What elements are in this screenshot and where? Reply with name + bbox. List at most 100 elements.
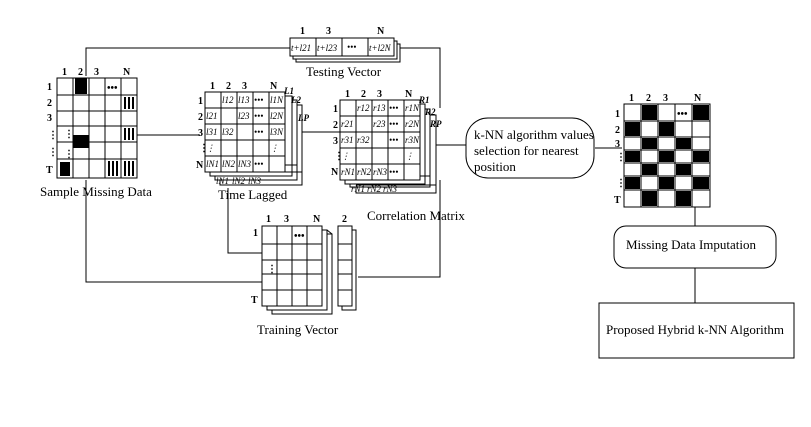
corr-row-1: 1 bbox=[333, 104, 338, 115]
sample-row-dots2: ⋮ bbox=[48, 147, 58, 158]
time-lagged-cell: l31 bbox=[206, 127, 218, 137]
correlation-cell: r21 bbox=[341, 119, 354, 129]
sample-col-3: 3 bbox=[94, 67, 99, 78]
testing-col-1: 1 bbox=[300, 26, 305, 37]
training-row-1: 1 bbox=[253, 228, 258, 239]
time-lagged-cell: l13 bbox=[238, 95, 250, 105]
time-lagged-cell: ⋮ bbox=[270, 143, 279, 153]
training-vector: 1 3 N 2 1 ⋮ T ••• Training Vector bbox=[251, 214, 357, 337]
correlation-cell: rN2 bbox=[357, 167, 372, 177]
correlation-cell: r3N bbox=[405, 135, 420, 145]
training-col-1: 1 bbox=[266, 214, 271, 225]
corr-col-1: 1 bbox=[345, 89, 350, 100]
corr-grid bbox=[339, 99, 421, 181]
correlation-matrix: 1 2 3 N 1 2 3 ⋮ N R1 R2 RP Correlation M… bbox=[331, 89, 465, 223]
correlation-cell: rN1 bbox=[341, 167, 355, 177]
time-lagged-cell: l21 bbox=[206, 111, 218, 121]
lagged-side-lp: LP bbox=[297, 113, 309, 123]
testing-vector-label: Testing Vector bbox=[306, 64, 382, 79]
correlation-cell: r32 bbox=[357, 135, 370, 145]
correlation-cell: ⋮ bbox=[341, 151, 350, 161]
correlation-cell: ⋮ bbox=[405, 151, 414, 161]
sample-col-n: N bbox=[123, 67, 131, 78]
correlation-matrix-label: Correlation Matrix bbox=[367, 208, 465, 223]
correlation-cell: r23 bbox=[373, 119, 386, 129]
lagged-col-1: 1 bbox=[210, 81, 215, 92]
correlation-cell: ••• bbox=[389, 135, 398, 145]
sample-row-2: 2 bbox=[47, 98, 52, 109]
lagged-row-2: 2 bbox=[198, 112, 203, 123]
imputed-row-1: 1 bbox=[615, 109, 620, 120]
imputed-matrix: 1 2 3 N 1 2 3 ⋮ ⋮ T ••• ⋮ bbox=[614, 93, 711, 208]
connector-sample-to-testing bbox=[85, 47, 290, 76]
correlation-cell: r12 bbox=[357, 103, 370, 113]
time-lagged-extra-cell: lN2 bbox=[232, 176, 246, 186]
imputed-col-1: 1 bbox=[629, 93, 634, 104]
time-lagged-cell: lN1 bbox=[206, 159, 219, 169]
correlation-cell: ••• bbox=[389, 119, 398, 129]
corr-col-n: N bbox=[405, 89, 413, 100]
time-lagged-cell: l12 bbox=[222, 95, 234, 105]
imputed-col-3: 3 bbox=[663, 93, 668, 104]
correlation-cell: rN3 bbox=[373, 167, 388, 177]
lagged-row-dots: ⋮ bbox=[199, 143, 209, 154]
corr-side-rp: RP bbox=[429, 119, 442, 129]
training-col-2: 2 bbox=[342, 214, 347, 225]
time-lagged-extra-cell: lN3 bbox=[248, 176, 262, 186]
lagged-grid bbox=[204, 91, 286, 173]
training-row-dots: ⋮ bbox=[267, 264, 277, 275]
sample-missing-cells bbox=[60, 78, 89, 176]
testing-cell-4: t+l2N bbox=[369, 43, 392, 53]
corr-side-r1: R1 bbox=[418, 95, 430, 105]
time-lagged-cell: ⋮ bbox=[206, 143, 215, 153]
time-lagged-extra-cell: lN1 bbox=[216, 176, 229, 186]
training-row-t: T bbox=[251, 295, 258, 306]
lagged-row-1: 1 bbox=[198, 96, 203, 107]
imputed-row-3: 3 bbox=[615, 139, 620, 150]
correlation-extra-cell: rN2 bbox=[367, 184, 382, 194]
lagged-side-l2: L2 bbox=[290, 95, 301, 105]
correlation-cell: ••• bbox=[389, 103, 398, 113]
time-lagged-cell: ••• bbox=[254, 111, 263, 121]
sample-missing-matrix: 1 2 3 N 1 2 3 ⋮ ⋮ T ••• ⋮ ⋮ Sample Missi… bbox=[40, 67, 152, 199]
corr-col-2: 2 bbox=[361, 89, 366, 100]
knn-box: k-NN algorithm values selection for near… bbox=[465, 117, 595, 179]
proposed-box: Proposed Hybrid k-NN Algorithm bbox=[598, 302, 795, 359]
correlation-cell: r2N bbox=[405, 119, 420, 129]
sample-vdots-2: ⋮ bbox=[64, 149, 74, 160]
imputed-filled-cells bbox=[625, 105, 709, 206]
lagged-row-3: 3 bbox=[198, 128, 203, 139]
time-lagged-label: Time Lagged bbox=[218, 187, 288, 202]
sample-row-t: T bbox=[46, 165, 53, 176]
time-lagged-cell: l32 bbox=[222, 127, 234, 137]
lagged-col-n: N bbox=[270, 81, 278, 92]
knn-line-2: selection for nearest bbox=[474, 143, 579, 158]
corr-row-n: N bbox=[331, 167, 339, 178]
lagged-col-3: 3 bbox=[242, 81, 247, 92]
connector-lagged-to-training bbox=[227, 188, 262, 254]
sample-ellipsis: ••• bbox=[107, 83, 118, 94]
time-lagged-cell: ••• bbox=[254, 159, 263, 169]
correlation-cell: r31 bbox=[341, 135, 354, 145]
testing-stack bbox=[289, 37, 401, 63]
time-lagged-cell: l3N bbox=[270, 127, 284, 137]
time-lagged-cell: l23 bbox=[238, 111, 250, 121]
connector-sample-to-bottom bbox=[85, 180, 262, 283]
lagged-side-l1: L1 bbox=[283, 86, 294, 96]
testing-col-n: N bbox=[377, 26, 385, 37]
testing-vector: 1 3 N t+l21 t+l23 ••• t+l2N Testing Vect… bbox=[289, 26, 401, 79]
imputed-row-2: 2 bbox=[615, 125, 620, 136]
sample-row-1: 1 bbox=[47, 82, 52, 93]
time-lagged-cell: l2N bbox=[270, 111, 284, 121]
imputed-col-n: N bbox=[694, 93, 702, 104]
correlation-extra-cell: rN3 bbox=[383, 184, 398, 194]
connector-testing-to-right bbox=[400, 47, 441, 108]
time-lagged-matrix: 1 2 3 N 1 2 3 ⋮ N L1 L2 LP Time Lagged bbox=[196, 81, 309, 202]
correlation-cell: r13 bbox=[373, 103, 386, 113]
imputed-ellipsis: ••• bbox=[677, 109, 688, 120]
sample-vdots: ⋮ bbox=[64, 129, 74, 140]
connector-lines bbox=[85, 47, 696, 303]
time-lagged-cell: ••• bbox=[254, 95, 263, 105]
